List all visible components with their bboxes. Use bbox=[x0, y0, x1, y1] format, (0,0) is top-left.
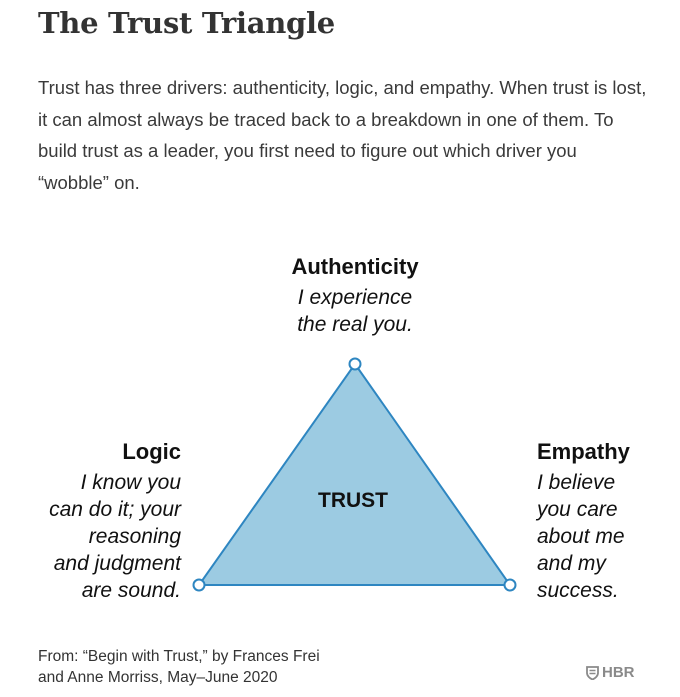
intro-paragraph: Trust has three drivers: authenticity, l… bbox=[38, 77, 647, 193]
vertex-authenticity bbox=[348, 357, 362, 371]
center-label: TRUST bbox=[318, 489, 388, 512]
empathy-line: I believe bbox=[537, 471, 615, 494]
source-line: From: “Begin with Trust,” by Frances Fre… bbox=[38, 648, 320, 665]
vertex-empathy bbox=[503, 578, 517, 592]
source-citation: From: “Begin with Trust,” by Frances Fre… bbox=[38, 646, 398, 688]
hbr-shield-icon bbox=[586, 665, 599, 680]
empathy-line: and my bbox=[537, 552, 607, 575]
empathy-line: success. bbox=[537, 579, 619, 602]
empathy-line: you care bbox=[535, 498, 618, 521]
logic-line: and judgment bbox=[54, 552, 182, 575]
logic-heading: Logic bbox=[122, 439, 181, 464]
hbr-logo: HBR bbox=[586, 664, 635, 681]
logic-line: I know you bbox=[81, 471, 182, 494]
trust-triangle bbox=[197, 362, 512, 586]
logic-line: reasoning bbox=[89, 525, 182, 548]
authenticity-line: the real you. bbox=[297, 313, 413, 336]
vertex-logic bbox=[192, 578, 206, 592]
source-line: and Anne Morriss, May–June 2020 bbox=[38, 669, 278, 686]
empathy-line: about me bbox=[537, 525, 625, 548]
logic-line: can do it; your bbox=[49, 498, 182, 521]
authenticity-heading: Authenticity bbox=[291, 254, 419, 279]
empathy-heading: Empathy bbox=[537, 439, 631, 464]
page-title: The Trust Triangle bbox=[38, 6, 335, 40]
hbr-logo-text: HBR bbox=[602, 664, 635, 681]
logic-line: are sound. bbox=[82, 579, 181, 602]
authenticity-line: I experience bbox=[298, 286, 412, 309]
